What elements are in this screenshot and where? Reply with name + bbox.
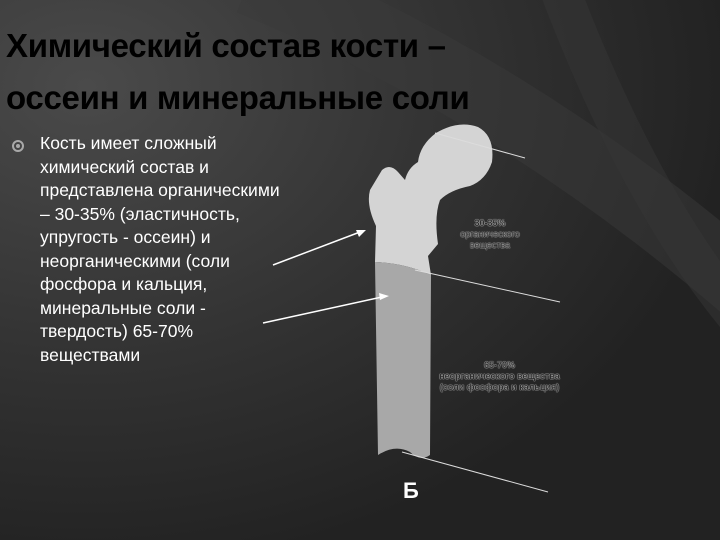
bullet-icon [12, 140, 24, 152]
arrowhead-organic-icon [356, 230, 366, 237]
organic-substance: вещества [469, 240, 511, 250]
organic-word: органического [460, 229, 520, 239]
pointer-arrow-inorganic [262, 296, 383, 324]
leader-line-2 [414, 269, 561, 303]
inorganic-annotation: 65-70% неорганического вещества (соли фо… [432, 360, 567, 393]
inorganic-percent: 65-70% [483, 360, 516, 370]
panel-letter: Б [403, 478, 419, 503]
leader-line-1 [434, 132, 526, 159]
title-line-2: оссеин и минеральные соли [6, 79, 470, 116]
title-line-1: Химический состав кости – [6, 27, 446, 64]
bone-lower-inorganic [375, 262, 431, 458]
inorganic-salts: (соли фосфора и кальция) [439, 382, 560, 392]
leader-line-3 [401, 451, 549, 493]
organic-percent: 30-35% [474, 218, 506, 228]
inorganic-word: неорганического вещества [439, 371, 560, 381]
organic-annotation: 30-35% органического вещества [450, 218, 530, 251]
slide-title: Химический состав кости – оссеин и минер… [6, 20, 706, 124]
pointer-arrow-organic [272, 231, 361, 266]
bone-upper-organic [368, 124, 493, 275]
body-text: Кость имеет сложный химический состав и … [40, 133, 280, 365]
arrowhead-inorganic-icon [379, 293, 389, 300]
